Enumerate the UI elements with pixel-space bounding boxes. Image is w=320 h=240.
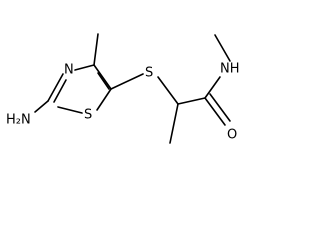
ring-sulfur-label: S xyxy=(84,108,92,123)
bond-c5-s-thioether xyxy=(110,73,144,90)
bond-c2-n3 xyxy=(47,73,64,102)
bond-c2-n3-double xyxy=(53,79,67,103)
bond-s1-c2 xyxy=(57,106,83,114)
bond-nh-methyl xyxy=(214,34,231,62)
bond-ch-methyl xyxy=(169,103,179,144)
bond-s-thioether-ch xyxy=(157,76,179,105)
amide-nh-label: NH xyxy=(220,62,240,77)
bond-c-o-double xyxy=(209,93,231,122)
bond-c4-c5 xyxy=(93,64,112,90)
bond-c-nh xyxy=(204,76,221,99)
bond-n3-c4 xyxy=(74,64,95,71)
molecule-structure: H₂N N S S O NH xyxy=(6,33,240,144)
bond-c2-amino xyxy=(34,100,49,113)
bond-ch-carbonyl xyxy=(177,97,206,105)
thioether-sulfur-label: S xyxy=(145,66,153,81)
bond-c-o xyxy=(204,97,226,126)
bond-c5-s1 xyxy=(96,88,112,111)
bond-c4-c5-double xyxy=(97,72,110,90)
carbonyl-oxygen-label: O xyxy=(227,128,237,143)
bond-c4-methyl xyxy=(93,33,99,66)
amino-group-label: H₂N xyxy=(6,113,31,128)
ring-nitrogen-label: N xyxy=(64,63,74,78)
